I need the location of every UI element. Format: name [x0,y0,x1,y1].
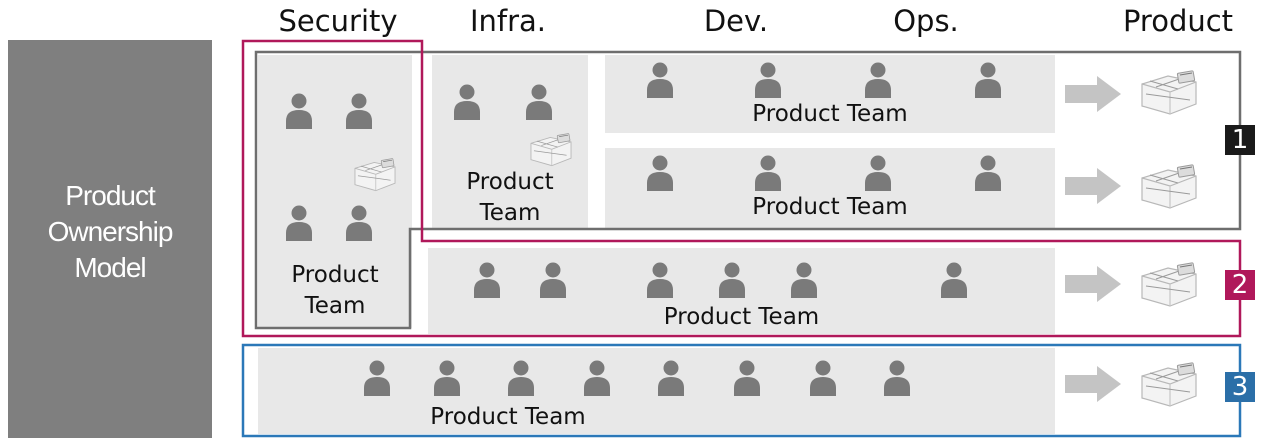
product-box-icon [1141,164,1197,209]
person-icon [584,360,610,396]
model-2-badge: 2 [1225,270,1255,300]
frame-2 [241,39,1242,338]
devops-team-2-label: Product Team [752,194,908,220]
person-icon [658,360,684,396]
model-2-team-label: Product Team [663,304,820,330]
person-icon [508,360,534,396]
person-icon [286,205,312,241]
frame-1 [254,50,1242,330]
person-icon [975,155,1001,191]
model-3-team-label: Product Team [430,404,586,430]
person-icon [791,262,817,298]
person-icon [647,155,673,191]
devops-team-1-label: Product Team [752,101,908,127]
header-ops: Ops. [893,4,959,38]
person-icon [346,205,372,241]
model-3-team-panel [258,348,1055,434]
infra-team-label: Product Team [466,169,554,226]
model-3-badge: 3 [1225,372,1255,402]
product-box-icon [354,158,396,192]
person-icon [434,360,460,396]
security-team-label: Product Team [291,262,379,319]
product-box-icon [530,133,572,167]
header-security: Security [278,4,398,38]
header-dev: Dev. [703,4,769,38]
model-title: Product Ownership Model [47,180,174,283]
person-icon [526,84,552,120]
person-icon [647,262,673,298]
person-icon [346,93,372,129]
arrow-icon [1065,266,1121,302]
person-icon [755,155,781,191]
person-icon [474,262,500,298]
person-icon [810,360,836,396]
person-icon [884,360,910,396]
security-team-panel [258,55,412,328]
model-1-badge: 1 [1225,125,1255,155]
person-icon [734,360,760,396]
person-icon [454,84,480,120]
person-icon [975,62,1001,98]
person-icon [865,62,891,98]
person-icon [647,62,673,98]
person-icon [941,262,967,298]
header-infra: Infra. [469,4,547,38]
person-icon [719,262,745,298]
header-product: Product [1122,4,1234,38]
product-box-icon [1141,362,1197,407]
person-icon [286,93,312,129]
arrow-icon [1065,366,1121,402]
person-icon [540,262,566,298]
person-icon [865,155,891,191]
person-icon [755,62,781,98]
product-box-icon [1141,262,1197,307]
person-icon [364,360,390,396]
arrow-icon [1065,168,1121,204]
model-sidebar: Product Ownership Model [8,40,212,438]
arrow-icon [1065,76,1121,112]
product-box-icon [1141,70,1197,115]
